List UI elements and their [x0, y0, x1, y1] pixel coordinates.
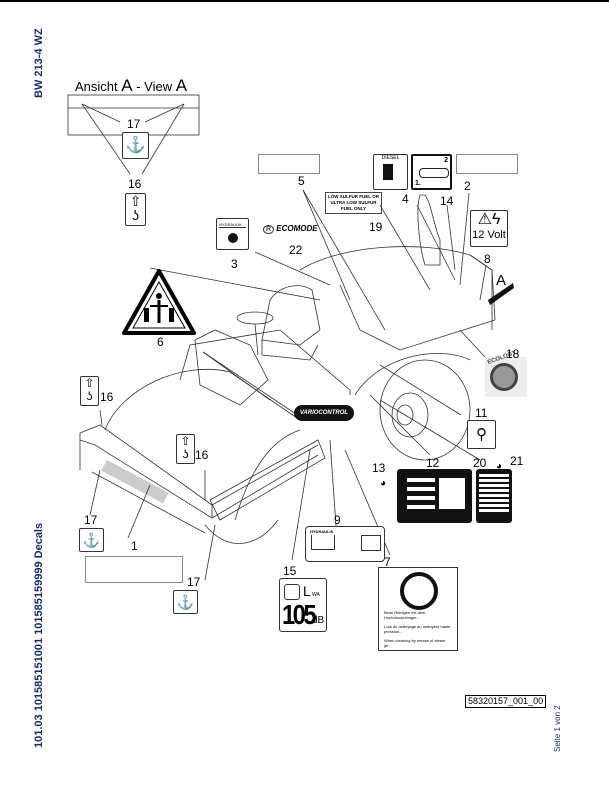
callout-11: 11 [475, 406, 488, 420]
serial-plate [476, 469, 512, 523]
callout-8: 8 [484, 252, 491, 266]
callout-13: 13 [372, 461, 386, 475]
callout-4: 4 [402, 192, 409, 206]
lift-hook-decal: ⇧ʖ [125, 193, 146, 226]
type-plate-field-1 [407, 478, 435, 482]
ecology-leaf-icon [490, 363, 518, 391]
noise-unit: dB [312, 615, 325, 626]
crush-hazard-warning-icon [122, 269, 196, 335]
step-1: 1. [415, 180, 421, 187]
lift-hook-decal-drum: ⇧ʖ [176, 434, 195, 464]
step-2: 2 [444, 157, 448, 164]
type-plate [397, 469, 472, 523]
blank-label-2 [456, 154, 518, 174]
callout-9: 9 [334, 513, 341, 527]
maintenance-decal: ⚲ [467, 420, 496, 449]
lift-hook-decal-left: ⇧ʖ [80, 376, 99, 406]
blank-label-1 [85, 556, 183, 583]
cleaning-text-de: Beim Reinigen mit dem Hochdruckreiniger.… [384, 610, 426, 620]
callout-view-a: A [496, 272, 507, 289]
cleaning-warning-decal: Beim Reinigen mit dem Hochdruckreiniger.… [378, 567, 458, 651]
callout-18: 18 [506, 347, 520, 361]
top-rule [0, 0, 609, 2]
callout-21: 21 [510, 454, 524, 468]
callout-12: 12 [426, 456, 440, 470]
sound-icon [284, 584, 300, 600]
tie-down-decal-left: ⚓ [79, 528, 104, 552]
fuel-cap-icon [419, 168, 449, 178]
callout-15: 15 [283, 564, 297, 578]
view-a-letter: A [121, 76, 133, 95]
callout-5: 5 [298, 174, 305, 188]
ecomode-logo: R ECOMODE [263, 224, 318, 234]
serial-plate-lines [479, 474, 509, 514]
noise-level-decal: L WA 105 dB [279, 578, 327, 632]
tank-full-icon [361, 535, 381, 551]
tie-down-decal: ⚓ [122, 132, 149, 159]
blank-label-5 [258, 154, 320, 174]
noise-label: L [303, 583, 311, 599]
fuel-pump-icon [383, 164, 393, 180]
hydraulik-label: HYDRAULIK [219, 222, 246, 228]
noise-label-sub: WA [312, 592, 320, 598]
diesel-decal: DIESEL [373, 154, 408, 190]
callout-19: 19 [369, 220, 383, 234]
view-a-title: Ansicht A - View A [75, 76, 187, 96]
marker-21-icon: ◕ [496, 461, 503, 472]
diesel-label: DIESEL [381, 155, 400, 161]
callout-22: 22 [289, 243, 303, 257]
callout-16-left: 16 [100, 390, 114, 404]
type-plate-info [439, 478, 465, 509]
view-a-letter-2: A [175, 76, 188, 95]
callout-17-right: 17 [187, 575, 201, 589]
callout-16-drum: 16 [195, 448, 209, 462]
lifting-point-icon: ⇧ʖ [180, 434, 191, 461]
drawing-number: 58320157_001_00 [465, 695, 547, 708]
callout-3: 3 [231, 257, 238, 271]
voltage-decal: ⚠ϟ 12 Volt [470, 210, 508, 247]
oil-drop-icon [227, 233, 238, 243]
callout-17: 17 [127, 117, 141, 131]
view-a-middle: - View [132, 79, 176, 94]
tie-down-decal-right: ⚓ [173, 590, 198, 614]
callout-1: 1 [131, 539, 138, 553]
cleaning-text-fr: Lors du nettoyage au nettoyeur haute pre… [384, 624, 451, 634]
noise-value: 105 [282, 599, 317, 630]
marker-13-icon: ◕ [380, 478, 387, 489]
lubrication-icon: ⚲ [476, 426, 487, 443]
tank-low-icon [311, 535, 335, 550]
ecomode-text: ECOMODE [276, 224, 318, 233]
tie-down-point-icon: ⚓ [125, 137, 146, 154]
tie-down-point-icon: ⚓ [176, 594, 195, 610]
fuel-cap-decal: 2 1. [411, 154, 452, 190]
callout-7: 7 [384, 555, 391, 569]
hydraulik-level-label: HYDRAULIK [310, 529, 334, 534]
ecomode-icon: R [263, 225, 275, 234]
view-a-prefix: Ansicht [75, 79, 118, 94]
type-plate-field-3 [407, 496, 435, 500]
cleaning-text-en: When cleaning by means of steam jet... [384, 638, 446, 648]
sulfur-fuel-decal: LOW SULFUR FUEL OR ULTRA LOW SULFUR FUEL… [325, 192, 382, 214]
warning-electric-icon: ⚠ϟ [477, 211, 501, 228]
hydraulik-level-decal: HYDRAULIK [305, 526, 385, 562]
hydraulik-oil-decal: HYDRAULIK [216, 218, 249, 250]
lifting-point-icon: ⇧ʖ [129, 193, 142, 223]
voltage-text: 12 Volt [472, 229, 506, 241]
callout-17-left: 17 [84, 513, 98, 527]
callout-14: 14 [440, 194, 454, 208]
type-plate-field-4 [407, 505, 435, 509]
view-a-arrow [488, 283, 514, 305]
callout-6: 6 [157, 335, 164, 349]
callout-20: 20 [473, 456, 487, 470]
type-plate-field-2 [407, 487, 435, 491]
callout-2: 2 [464, 179, 471, 193]
ecology-decal: ECOLOGY [485, 350, 527, 397]
variocontrol-badge: VARIOCONTROL [294, 405, 354, 421]
callout-16: 16 [128, 177, 142, 191]
lifting-point-icon: ⇧ʖ [84, 376, 95, 403]
no-pressure-washer-icon [400, 572, 438, 610]
tie-down-point-icon: ⚓ [82, 532, 101, 548]
